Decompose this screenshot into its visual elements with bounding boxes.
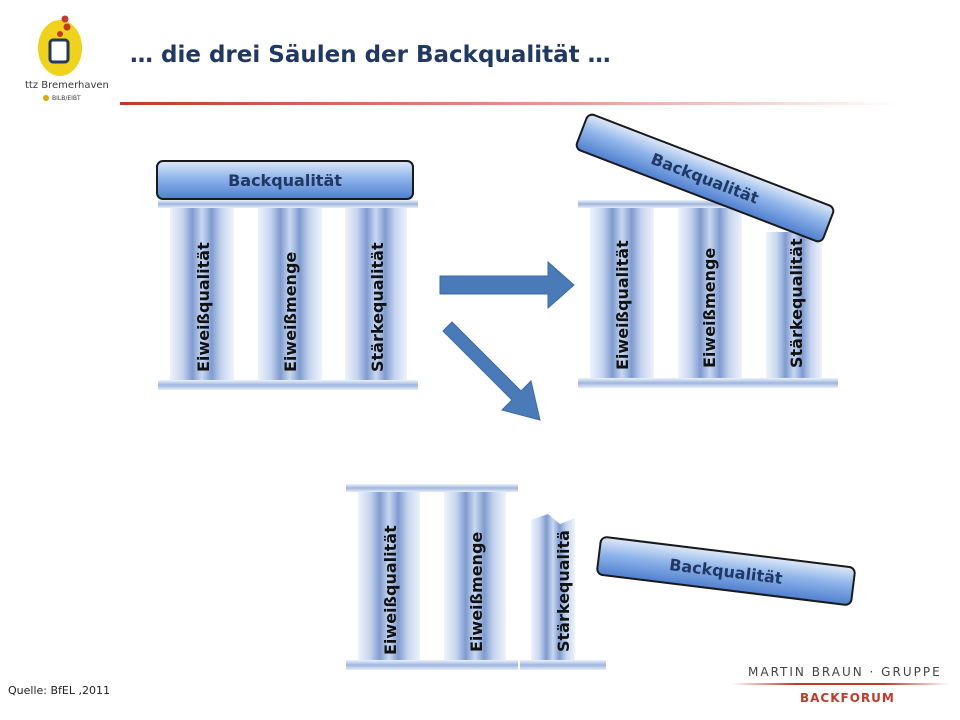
logo-name: ttz Bremerhaven: [25, 80, 109, 91]
beam-backqualitaet: Backqualität: [156, 160, 414, 200]
column-staerkequalitaet: Stärkequalität: [334, 200, 418, 390]
column-label: Eiweißmenge: [281, 252, 300, 372]
brand-divider: [730, 683, 950, 685]
column-staerkequalitaet: Stärkequalität: [754, 232, 838, 388]
arrow-right: [439, 260, 575, 310]
column-label: Stärkequalität: [787, 238, 806, 368]
brand-forum-name: BACKFORUM: [800, 691, 895, 705]
ttz-bremerhaven-logo: ttz Bremerhaven BILB/EIBT: [25, 15, 109, 102]
beam-backqualitaet-fallen: Backqualität: [596, 536, 856, 606]
column-staerkequalitaet-broken: Stärkequalitä: [520, 514, 606, 670]
group-broken-pillar: Eiweißqualität Eiweißmenge Stärkequalitä…: [346, 484, 856, 670]
column-label: Eiweißmenge: [700, 248, 719, 368]
column-eiweissmenge: Eiweißmenge: [246, 200, 334, 390]
group-intact: Eiweißqualität Eiweißmenge Stärkequalitä…: [156, 160, 418, 390]
column-label: Eiweißmenge: [467, 532, 486, 652]
column-eiweissmenge: Eiweißmenge: [666, 200, 754, 388]
column-label: Stärkequalität: [368, 242, 387, 372]
column-eiweissqualitaet: Eiweißqualität: [346, 484, 432, 670]
column-label: Stärkequalitä: [554, 530, 573, 652]
group-short-pillar: Eiweißqualität Eiweißmenge Stärkequalitä…: [575, 113, 838, 388]
arrow-diagonal: [442, 321, 541, 421]
column-eiweissqualitaet: Eiweißqualität: [578, 200, 666, 388]
page-title: … die drei Säulen der Backqualität …: [130, 42, 611, 68]
source-note: Quelle: BfEL ,2011: [8, 684, 110, 697]
logo-sub: BILB/EIBT: [52, 95, 81, 102]
column-eiweissmenge: Eiweißmenge: [432, 484, 518, 670]
column-label: Eiweißqualität: [194, 242, 213, 372]
column-label: Eiweißqualität: [381, 525, 400, 655]
column-eiweissqualitaet: Eiweißqualität: [158, 200, 246, 390]
brand-group-name: MARTIN BRAUN · GRUPPE: [748, 665, 942, 679]
column-label: Eiweißqualität: [613, 240, 632, 370]
beam-label: Backqualität: [228, 171, 342, 190]
title-underline: [120, 102, 900, 105]
